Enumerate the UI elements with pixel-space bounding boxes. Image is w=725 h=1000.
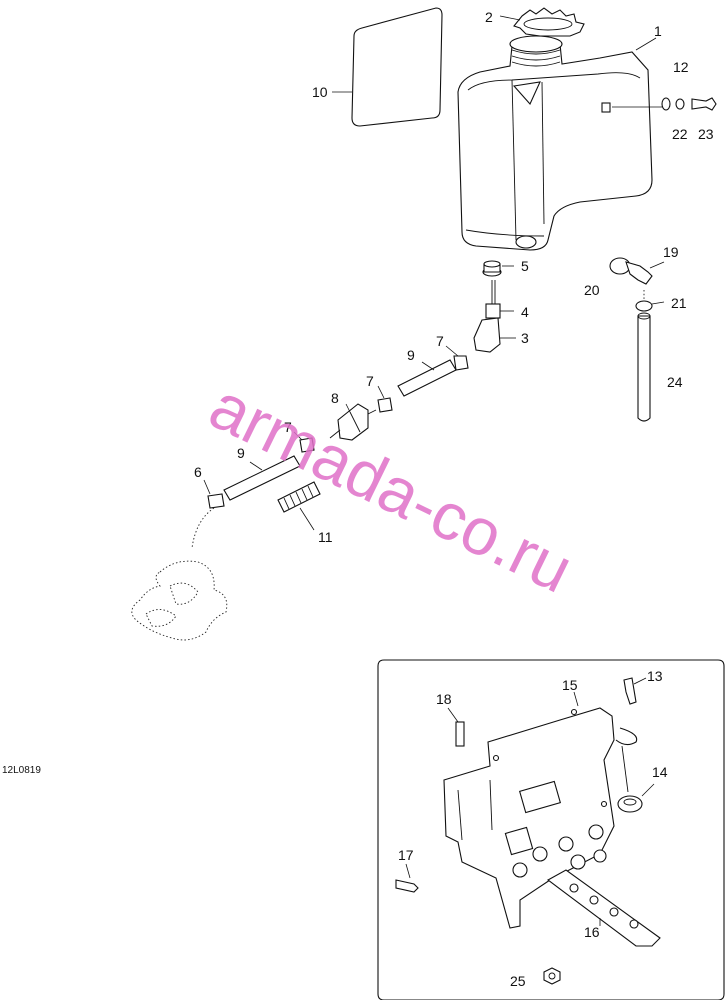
callout-25: 25 (510, 973, 526, 989)
callout-5: 5 (521, 258, 529, 274)
part-21-clamp (635, 300, 665, 312)
parts-12-22-23-hardware (661, 97, 717, 111)
part-25-nut (543, 967, 561, 985)
callout-17: 17 (398, 847, 414, 863)
callout-7-middle: 7 (366, 373, 374, 389)
callout-7-lower: 7 (284, 419, 292, 435)
callout-22: 22 (672, 126, 688, 142)
callout-10: 10 (312, 84, 328, 100)
part-9-hose-upper (397, 359, 457, 397)
callout-16: 16 (584, 924, 600, 940)
callout-15: 15 (562, 677, 578, 693)
part-7-clamps (293, 345, 469, 453)
part-14-grommet (617, 783, 655, 813)
part-11-spring-sleeve (277, 481, 321, 531)
parts-19-20-fitting (609, 257, 665, 285)
callout-20: 20 (584, 282, 600, 298)
callout-1: 1 (654, 23, 662, 39)
part-9-hose-lower (223, 455, 301, 501)
callout-18: 18 (436, 691, 452, 707)
part-10-plate (332, 7, 443, 127)
callout-4: 4 (521, 304, 529, 320)
part-2-cap (499, 7, 585, 37)
callout-3: 3 (521, 330, 529, 346)
part-24-hose (637, 290, 651, 422)
drawing-code: 12L0819 (2, 765, 41, 776)
callout-6: 6 (194, 464, 202, 480)
part-18-clip (447, 707, 465, 747)
part-13-screw (623, 677, 647, 705)
callout-9-upper: 9 (407, 347, 415, 363)
callout-21: 21 (671, 295, 687, 311)
callout-23: 23 (698, 126, 714, 142)
callout-2: 2 (485, 9, 493, 25)
part-8-filter (329, 403, 377, 441)
engine-outline-dotted (131, 507, 228, 641)
callout-9-lower: 9 (237, 445, 245, 461)
callout-7-upper: 7 (436, 333, 444, 349)
part-17-rivet (395, 863, 419, 893)
part-4-pickup (485, 280, 514, 319)
callout-19: 19 (663, 244, 679, 260)
callout-13: 13 (647, 668, 663, 684)
callout-12: 12 (673, 59, 689, 75)
part-6-clamp (203, 479, 225, 509)
callout-24: 24 (667, 374, 683, 390)
callout-14: 14 (652, 764, 668, 780)
callout-11: 11 (318, 529, 333, 545)
part-5-grommet (482, 260, 514, 277)
part-3-elbow (473, 317, 516, 353)
part-16-support (546, 869, 661, 947)
part-15-bracket (443, 691, 638, 929)
part-1-tank (457, 35, 664, 251)
callout-8: 8 (331, 390, 339, 406)
